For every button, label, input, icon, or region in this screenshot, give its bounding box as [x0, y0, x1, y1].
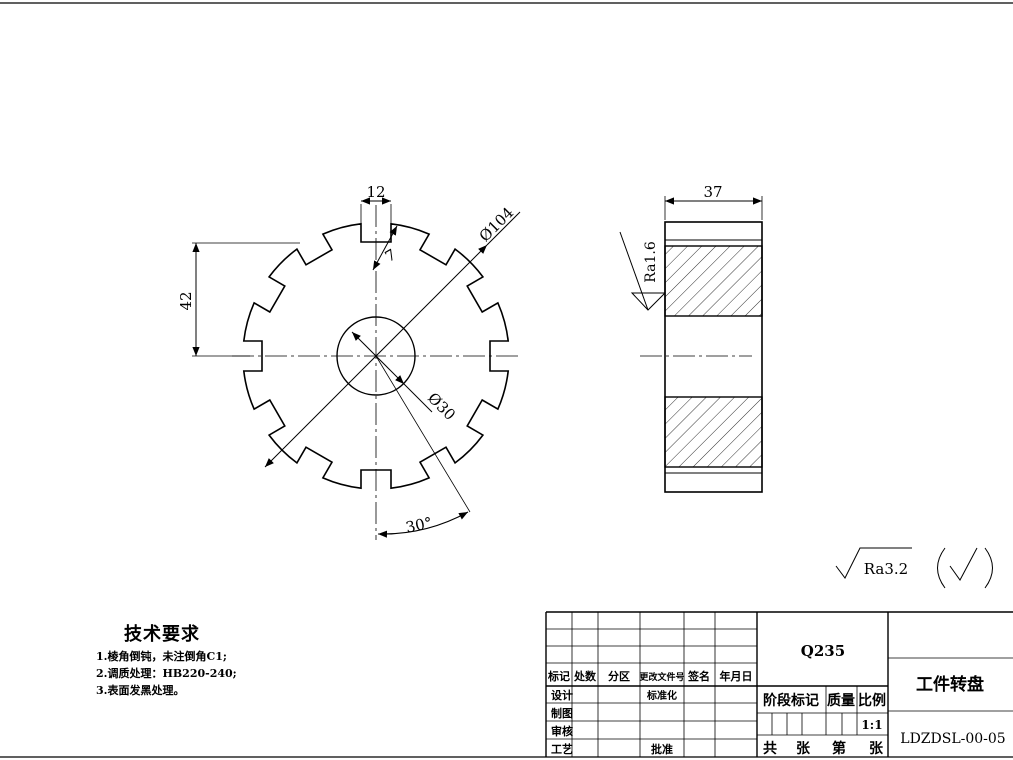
section-hatch-upper	[664, 245, 763, 317]
tb-drawing-number: LDZDSL-00-05	[900, 731, 1005, 747]
tb-nth: 第	[832, 740, 846, 757]
paren-open	[937, 547, 946, 589]
tb-signature: 签名	[687, 669, 710, 683]
tb-ratio: 比例	[858, 692, 886, 709]
angle-arc	[377, 511, 469, 538]
tb-draw: 制图	[551, 706, 573, 720]
tb-part-name: 工件转盘	[916, 674, 984, 695]
tb-mark: 标记	[547, 669, 570, 683]
tb-design: 设计	[551, 688, 573, 702]
general-roughness-label: Ra3.2	[864, 560, 908, 578]
height-label: 42	[177, 291, 195, 310]
outer-diameter-leader	[486, 211, 521, 246]
roughness-symbol-face	[619, 231, 666, 311]
tb-zone: 分区	[608, 669, 630, 683]
slot-depth-dim-line	[372, 225, 398, 271]
tb-material: Q235	[801, 642, 845, 660]
tb-stage-mark: 阶段标记	[763, 692, 819, 709]
title-block-text: 标记 处数 分区 更改文件号 签名 年月日 设计 标准化 制图 审核 工艺 批准…	[547, 642, 1006, 757]
tb-scale: 1:1	[861, 718, 882, 732]
roughness-face-label: Ra1.6	[643, 241, 659, 283]
tb-approve: 批准	[651, 742, 673, 756]
general-surface-finish: Ra3.2	[835, 547, 993, 589]
slot-depth-label: 7	[382, 245, 399, 265]
technical-requirements: 技术要求 1.棱角倒钝，未注倒角C1; 2.调质处理：HB220-240; 3.…	[96, 620, 336, 699]
tb-sheet1: 张	[796, 741, 811, 757]
angle-label: 30°	[404, 514, 434, 537]
bore-diameter-label: Ø30	[424, 389, 459, 424]
roughness-check-icon-small	[949, 547, 978, 581]
tb-count: 处数	[573, 669, 597, 683]
side-outline	[664, 221, 763, 493]
front-view: Ø104 Ø30 12 7 42 30°	[177, 183, 522, 540]
tb-process: 工艺	[551, 742, 573, 756]
tb-review: 审核	[551, 724, 573, 738]
tech-req-item-3: 3.表面发黑处理。	[96, 684, 185, 697]
title-block	[545, 611, 1013, 757]
tb-sheet2: 张	[869, 741, 884, 757]
slot-width-label: 12	[366, 183, 385, 201]
section-hatch-lower	[664, 396, 763, 468]
roughness-check-icon	[835, 547, 912, 579]
thickness-label: 37	[703, 183, 722, 201]
tb-weight: 质量	[827, 692, 855, 709]
tech-req-item-1: 1.棱角倒钝，未注倒角C1;	[96, 650, 227, 663]
angle-ext-line	[375, 355, 471, 513]
bore-diameter-dim-line	[351, 331, 405, 385]
bore-diameter-leader	[403, 383, 433, 413]
tech-req-item-2: 2.调质处理：HB220-240;	[96, 667, 237, 680]
tb-standardize: 标准化	[646, 689, 677, 702]
tb-change-doc: 更改文件号	[639, 671, 684, 683]
tech-req-title: 技术要求	[124, 624, 200, 645]
paren-close	[984, 547, 993, 589]
outer-diameter-label: Ø104	[476, 204, 518, 246]
tb-total: 共	[763, 740, 777, 757]
tb-date: 年月日	[720, 669, 753, 683]
side-view: 37 Ra1.6	[619, 183, 763, 493]
